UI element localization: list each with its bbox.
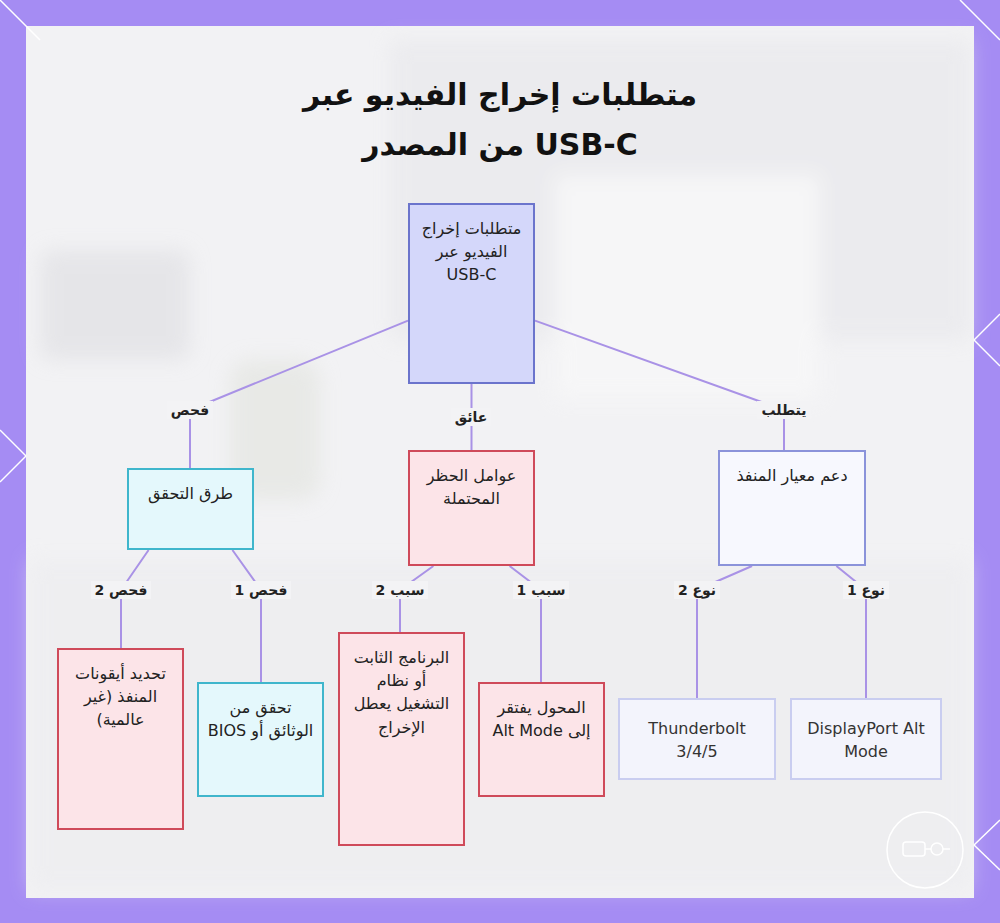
check-box: تحقق من الوثائق أو BIOS <box>197 682 324 797</box>
root-box: متطلبات إخراج الفيديو عبر USB-C <box>408 203 535 384</box>
edge-label: عائق <box>451 408 492 426</box>
edge-label: فحص <box>167 401 213 419</box>
category-box: طرق التحقق <box>127 468 254 550</box>
edge-label: فحص 1 <box>231 581 292 599</box>
blurred-photo <box>30 40 970 890</box>
logo-icon <box>887 812 963 888</box>
connector-line <box>190 321 408 468</box>
edge-label: نوع 2 <box>674 581 720 599</box>
node-text: البرنامج الثابت أو نظام التشغيل يعطل الإ… <box>348 646 455 739</box>
category-box: دعم معيار المنفذ <box>718 450 866 566</box>
node-text: تحقق من الوثائق أو BIOS <box>207 696 314 742</box>
standard-box: DisplayPort Alt Mode <box>790 698 942 780</box>
node-text: Thunderbolt 3/4/5 <box>628 717 766 763</box>
node-text: دعم معيار المنفذ <box>728 464 856 487</box>
check-box: تحديد أيقونات المنفذ (غير عالمية) <box>57 648 184 830</box>
node-text: DisplayPort Alt Mode <box>800 717 932 763</box>
edge-label: سبب 2 <box>372 581 429 599</box>
frame-lines <box>0 0 1000 870</box>
edge-label: فحص 2 <box>91 581 152 599</box>
connector-line <box>535 321 784 450</box>
cause-box: المحول يفتقر إلى Alt Mode <box>478 682 605 797</box>
diagram-title: متطلبات إخراج الفيديو عبر USB-C من المصد… <box>265 70 735 170</box>
connector-line <box>232 550 261 682</box>
background-panel <box>26 26 974 898</box>
standard-box: Thunderbolt 3/4/5 <box>618 698 776 780</box>
node-text: تحديد أيقونات المنفذ (غير عالمية) <box>67 662 174 732</box>
node-text: طرق التحقق <box>137 482 244 505</box>
category-box: عوامل الحظر المحتملة <box>408 450 535 566</box>
node-text: عوامل الحظر المحتملة <box>418 464 525 510</box>
node-text: متطلبات إخراج الفيديو عبر USB-C <box>418 217 525 287</box>
edge-label: سبب 1 <box>513 581 570 599</box>
node-text: المحول يفتقر إلى Alt Mode <box>488 696 595 742</box>
cause-box: البرنامج الثابت أو نظام التشغيل يعطل الإ… <box>338 632 465 846</box>
edge-label: نوع 1 <box>843 581 889 599</box>
edge-label: يتطلب <box>757 401 810 419</box>
